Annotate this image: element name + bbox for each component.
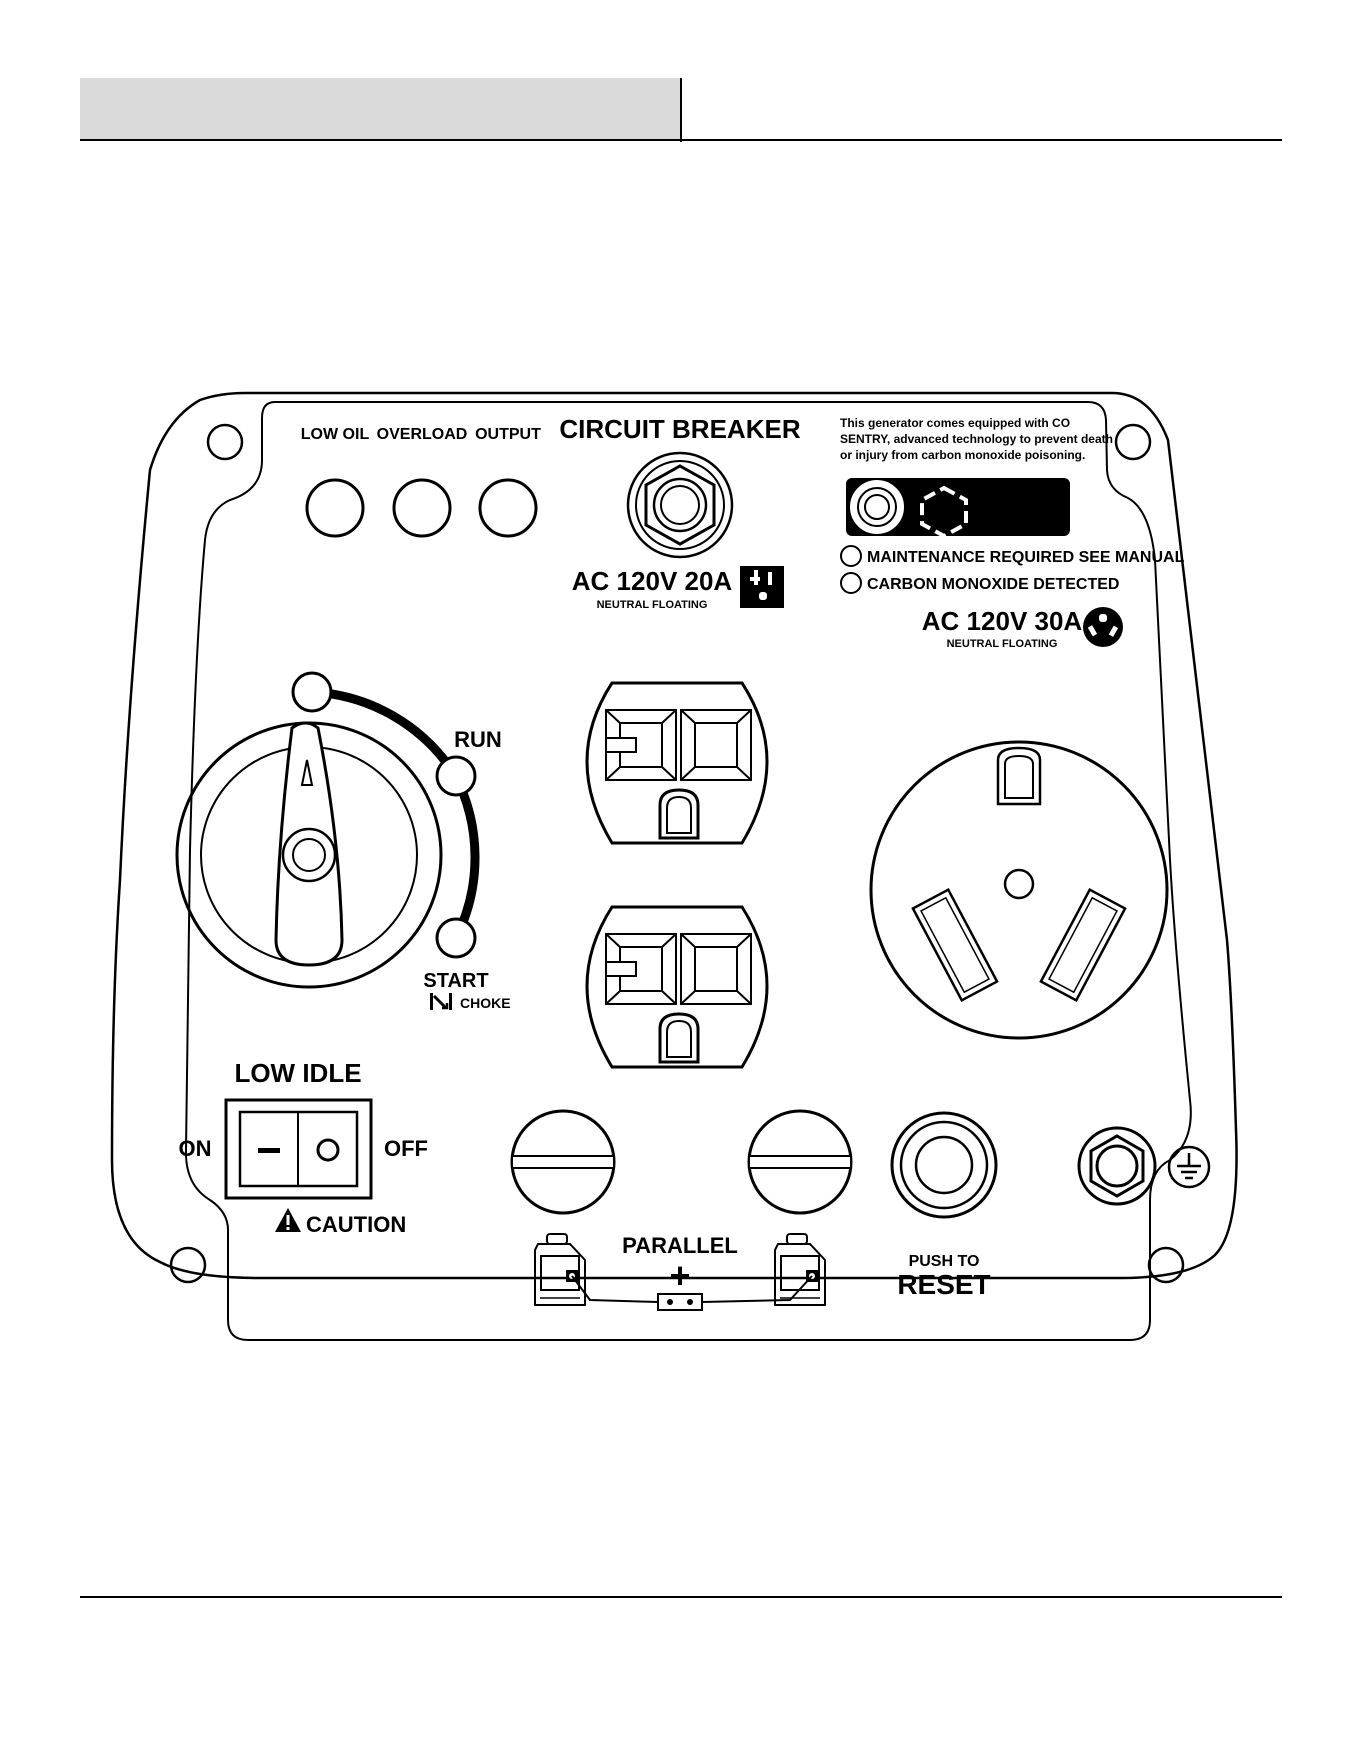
choke-label: CHOKE xyxy=(460,995,511,1011)
run-label: RUN xyxy=(454,727,502,752)
maintenance-lamp xyxy=(840,545,862,567)
circuit-breaker-title: CIRCUIT BREAKER xyxy=(559,414,800,444)
start-label: START xyxy=(423,970,488,992)
co-sentry-line3: or injury from carbon monoxide poisoning… xyxy=(840,448,1085,462)
outlet-receptacle-right xyxy=(680,709,752,781)
circuit-breaker-switch[interactable] xyxy=(626,451,734,559)
outlet-receptacle-left xyxy=(605,933,677,1005)
mounting-hole-top-left xyxy=(206,423,244,461)
outlet-20a-symbol-icon xyxy=(740,566,784,608)
low-idle-switch[interactable] xyxy=(224,1098,373,1200)
reset-button[interactable] xyxy=(890,1111,998,1219)
parallel-label: PARALLEL xyxy=(622,1233,738,1258)
low-oil-label: LOW OIL xyxy=(301,426,370,443)
mounting-hole-bottom-right xyxy=(1147,1246,1185,1284)
co-sentry-hexagon-icon xyxy=(920,485,968,539)
parallel-generator-right-icon xyxy=(774,1233,826,1306)
maintenance-label: MAINTENANCE REQUIRED SEE MANUAL xyxy=(867,549,1185,566)
outlet-20a-lower[interactable] xyxy=(585,905,769,1069)
overload-lamp xyxy=(392,478,452,538)
breaker-rating: AC 120V 20A xyxy=(572,566,733,596)
footer-rule xyxy=(80,1596,1282,1598)
parallel-plus-symbol: + xyxy=(669,1255,690,1296)
ground-symbol-icon xyxy=(1167,1145,1211,1189)
parallel-cap-right[interactable] xyxy=(747,1109,853,1215)
parallel-cable-icon xyxy=(571,1275,813,1311)
outlet-receptacle-left xyxy=(605,709,677,781)
ground-terminal[interactable] xyxy=(1077,1126,1157,1206)
panel-inner-border xyxy=(184,401,1192,1341)
header-divider xyxy=(680,78,682,142)
parallel-generator-left-icon xyxy=(534,1233,586,1306)
outlet-30a-rating: AC 120V 30A xyxy=(922,606,1083,636)
co-sentry-line1: This generator comes equipped with CO xyxy=(840,416,1070,430)
caution-warning-icon xyxy=(275,1208,301,1232)
outlet-30a-neutral-note: NEUTRAL FLOATING xyxy=(947,638,1058,650)
outlet-receptacle-right xyxy=(680,933,752,1005)
outlet-30a-symbol-icon xyxy=(1083,607,1123,647)
header-rule xyxy=(80,139,1282,141)
output-label: OUTPUT xyxy=(475,426,541,443)
parallel-cap-left[interactable] xyxy=(510,1109,616,1215)
header-title-box xyxy=(80,78,681,140)
outlet-30a[interactable] xyxy=(869,740,1169,1040)
low-idle-off-label: OFF xyxy=(384,1136,428,1161)
reset-line2: RESET xyxy=(897,1269,990,1300)
low-idle-title: LOW IDLE xyxy=(234,1058,361,1088)
mounting-hole-top-right xyxy=(1114,423,1152,461)
co-sentry-badge xyxy=(846,478,1070,539)
mounting-hole-bottom-left xyxy=(169,1246,207,1284)
caution-label: CAUTION xyxy=(306,1212,406,1237)
co-detected-label: CARBON MONOXIDE DETECTED xyxy=(867,576,1119,593)
low-idle-on-label: ON xyxy=(179,1136,212,1161)
low-oil-lamp xyxy=(305,478,365,538)
overload-label: OVERLOAD xyxy=(377,426,468,443)
reset-line1: PUSH TO xyxy=(909,1253,980,1270)
choke-dial[interactable] xyxy=(175,671,480,989)
output-lamp xyxy=(478,478,538,538)
co-sentry-line2: SENTRY, advanced technology to prevent d… xyxy=(840,432,1113,446)
breaker-neutral-note: NEUTRAL FLOATING xyxy=(597,599,708,611)
panel-outline xyxy=(110,391,1238,1280)
co-detected-lamp xyxy=(840,572,862,594)
choke-icon xyxy=(430,993,452,1010)
outlet-20a-upper[interactable] xyxy=(585,681,769,845)
